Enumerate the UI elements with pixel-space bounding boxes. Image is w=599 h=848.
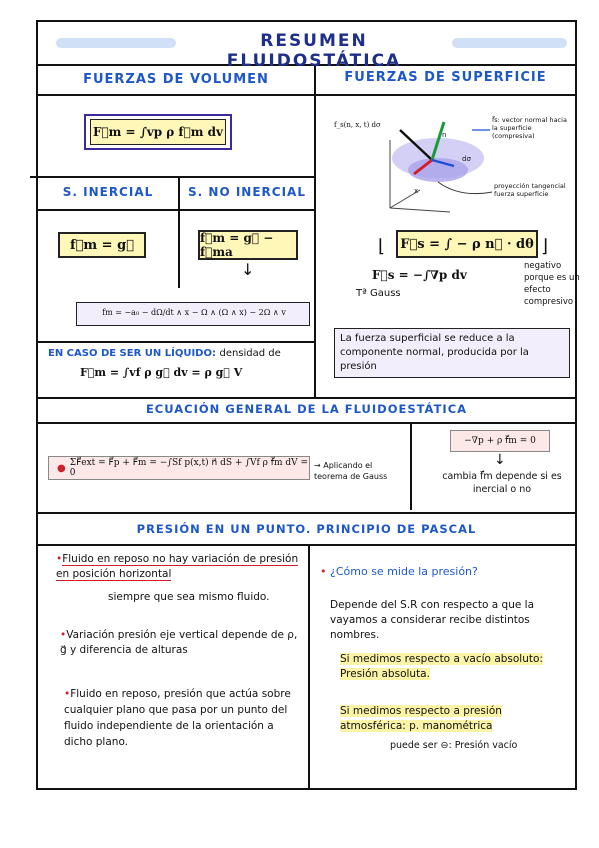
volume-heading: FUERZAS DE VOLUMEN — [83, 72, 269, 87]
divider-inertial-heading — [38, 209, 314, 211]
pascal-left-1: •Fluido en reposo no hay variación de pr… — [56, 552, 302, 582]
divider-equation-top — [38, 397, 575, 399]
pascal-left-4: •Fluido en reposo, presión que actúa sob… — [64, 686, 300, 750]
divider-inertial-top — [30, 176, 314, 178]
equation-arrow-note: → Aplicando el teorema de Gauss — [314, 460, 394, 482]
bracket-left-icon: ⌊ — [378, 236, 386, 257]
diagram-normal-note: f⃗s: vector normal hacia la superficie (… — [492, 116, 567, 140]
volume-formula: F⃗m = ∫vp ρ f⃗m dv — [90, 119, 226, 145]
local-formula: −∇p + ρ f⃗m = 0 — [450, 430, 550, 452]
divider-center — [314, 64, 316, 397]
diagram-tangent-note: proyección tangencial fuerza superficie — [494, 182, 566, 198]
divider-title — [38, 64, 575, 66]
gauss-label: Tª Gauss — [356, 288, 401, 299]
divider-equation-heading — [38, 422, 575, 424]
tangent-vector-red — [413, 158, 433, 176]
liquid-formula: F⃗m = ∫vf ρ g⃗ dv = ρ g⃗ V — [80, 366, 243, 379]
surface-summary: La fuerza superficial se reduce a la com… — [340, 333, 529, 372]
long-formula-box — [76, 302, 310, 326]
local-note: cambia f⃗m depende si es inercial o no — [442, 471, 562, 495]
diagram-dsigma-label: dσ — [462, 155, 471, 163]
pointer-arrow-bottom — [437, 181, 493, 195]
local-formula-frame — [410, 422, 575, 510]
pascal-heading: PRESIÓN EN UN PUNTO. PRINCIPIO DE PASCAL — [136, 522, 477, 536]
surface-summary-box — [334, 328, 570, 378]
force-vector-black — [399, 129, 433, 161]
gauss-formula: F⃗s = −∫∇p dv — [372, 268, 467, 282]
pascal-left-4-bullet: • — [64, 688, 71, 700]
divider-pascal-split — [308, 544, 310, 788]
noninertial-heading: S. NO INERCIAL — [188, 185, 306, 199]
pascal-right-question: • ¿Cómo se mide la presión? — [320, 564, 570, 579]
local-arrow-icon: ↓ — [494, 452, 506, 468]
pascal-right-2: Si medimos respecto a vacío absoluto: Pr… — [340, 652, 566, 682]
divider-pascal-top — [38, 512, 575, 514]
liquid-text: densidad de — [219, 348, 281, 359]
divider-liquid-top — [38, 341, 314, 343]
pascal-left-3-text: Variación presión eje vertical depende d… — [60, 629, 298, 656]
pascal-right-question-text: ¿Cómo se mide la presión? — [330, 565, 478, 578]
surface-heading: FUERZAS DE SUPERFICIE — [344, 70, 547, 85]
down-arrow-icon: ↓ — [241, 260, 255, 279]
equation-formula: ● ΣF⃗ext = F⃗p + F⃗m = −∫Sf p(x,t) n⃗ dS… — [48, 456, 310, 480]
pascal-right-2-text: Si medimos respecto a vacío absoluto: Pr… — [340, 653, 543, 680]
equation-heading: ECUACIÓN GENERAL DE LA FLUIDOESTÁTICA — [145, 402, 468, 416]
normal-vector-green — [430, 121, 446, 161]
inertial-heading: S. INERCIAL — [62, 185, 154, 199]
pascal-left-1-bullet: • — [56, 553, 63, 565]
inertial-formula: f⃗m = g⃗ — [58, 232, 146, 258]
summary-sheet: RESUMEN FLUIDOSTÁTICA FUERZAS DE VOLUMEN… — [30, 20, 580, 790]
pascal-left-3-bullet: • — [60, 629, 67, 641]
surface-patch-small — [408, 158, 468, 182]
diagram-axis-x-label: x — [414, 187, 419, 195]
noninertial-formula: f⃗m = g⃗ − f⃗ma — [198, 230, 298, 260]
axis-y — [389, 207, 451, 213]
pascal-right-4: puede ser ⊖: Presión vacío — [390, 740, 518, 751]
divider-volume-heading — [38, 94, 575, 96]
pascal-right-bullet: • — [320, 565, 330, 578]
surface-force-diagram — [389, 121, 493, 213]
title-highlight-left — [56, 38, 176, 48]
surface-formula: F⃗s = ∫ − ρ n⃗ · dθ — [396, 230, 538, 258]
equation-formula-text: ΣF⃗ext = F⃗p + F⃗m = −∫Sf p(x,t) n⃗ dS +… — [69, 458, 309, 478]
pascal-left-1-text: Fluido en reposo no hay variación de pre… — [56, 553, 299, 581]
bracket-right-icon: ⌋ — [541, 236, 549, 257]
divider-pascal-heading — [38, 544, 575, 546]
normal-vector-blue — [431, 158, 455, 168]
title-highlight-right — [452, 38, 567, 48]
liquid-label-text: EN CASO DE SER UN LÍQUIDO: — [48, 348, 216, 359]
diagram-f-label: f_s(n, x, t) dσ — [334, 121, 381, 129]
pascal-right-3: Si medimos respecto a presión atmosféric… — [340, 704, 566, 734]
axis-x — [389, 189, 421, 209]
pascal-left-4-text: Fluido en reposo, presión que actúa sobr… — [64, 688, 291, 748]
liquid-label: EN CASO DE SER UN LÍQUIDO: densidad de — [48, 348, 312, 359]
page-title: RESUMEN FLUIDOSTÁTICA — [226, 31, 402, 71]
equation-arrow-icon: → — [314, 461, 324, 470]
pascal-left-3: •Variación presión eje vertical depende … — [60, 628, 300, 658]
equation-bullet-icon: ● — [57, 462, 66, 474]
equation-arrow-text: Aplicando el teorema de Gauss — [314, 461, 388, 481]
diagram-n-label: n — [442, 131, 447, 139]
pascal-right-1: Depende del S.R con respecto a que la va… — [330, 599, 535, 641]
pascal-right-3-text: Si medimos respecto a presión atmosféric… — [340, 705, 502, 732]
volume-formula-frame — [84, 114, 232, 150]
divider-inertial-split — [178, 176, 180, 288]
pascal-left-2: siempre que sea mismo fluido. — [108, 591, 270, 603]
negative-note: negativo porque es un efecto compresivo — [524, 261, 580, 307]
long-formula: fm = −a₀ − dΩ/dt ∧ x − Ω ∧ (Ω ∧ x) − 2Ω … — [102, 308, 286, 317]
